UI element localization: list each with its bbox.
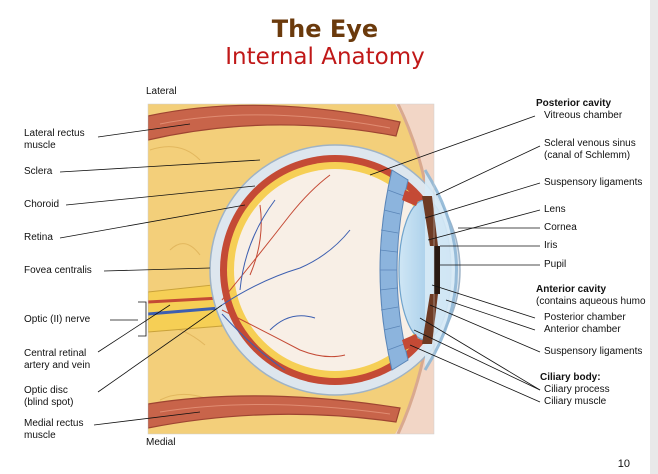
label-suspensory-bottom: Suspensory ligaments: [544, 346, 643, 357]
lateral-label: Lateral: [146, 86, 177, 97]
label-ciliary-process: Ciliary process: [544, 384, 610, 395]
label-aqueous: (contains aqueous humo: [536, 296, 646, 307]
eyelid-skin: [395, 104, 434, 434]
label-optic-disc: Optic disc(blind spot): [24, 385, 74, 408]
label-anterior-cavity: Anterior cavity: [536, 284, 607, 295]
label-iris: Iris: [544, 240, 558, 251]
lateral-rectus-muscle: [148, 104, 401, 141]
right-leader-lines: [369, 115, 541, 403]
label-scleral-sinus: Scleral venous sinus(canal of Schlemm): [544, 138, 636, 161]
label-pupil: Pupil: [544, 259, 567, 270]
label-ciliary-body: Ciliary body:: [540, 372, 601, 383]
label-vitreous: Vitreous chamber: [544, 110, 623, 121]
ciliary-process-upper: [402, 190, 420, 206]
ciliary-process-lower: [402, 334, 420, 350]
label-suspensory-top: Suspensory ligaments: [544, 177, 643, 188]
label-sclera: Sclera: [24, 166, 53, 177]
ciliary-striations: [379, 189, 405, 351]
medial-label: Medial: [146, 437, 176, 448]
label-anterior-chamber: Anterior chamber: [544, 324, 621, 335]
label-cornea: Cornea: [544, 222, 577, 233]
retinal-vessels: [221, 174, 351, 371]
optic-nerve: [148, 283, 223, 333]
label-fovea: Fovea centralis: [24, 265, 92, 276]
label-ciliary-muscle: Ciliary muscle: [544, 396, 607, 407]
label-retina: Retina: [24, 232, 53, 243]
page-number: 10: [617, 458, 630, 470]
slide-subtitle: Internal Anatomy: [225, 44, 425, 70]
slide-title: The Eye: [271, 15, 379, 43]
pupil: [434, 246, 440, 294]
label-posterior-chamber: Posterior chamber: [544, 312, 626, 323]
left-leader-lines: [59, 123, 261, 426]
label-lens: Lens: [544, 204, 566, 215]
label-choroid: Choroid: [24, 199, 60, 210]
label-posterior-cavity: Posterior cavity: [536, 98, 612, 109]
medial-rectus-muscle: [148, 395, 401, 429]
label-optic-nerve: Optic (II) nerve: [24, 314, 91, 325]
